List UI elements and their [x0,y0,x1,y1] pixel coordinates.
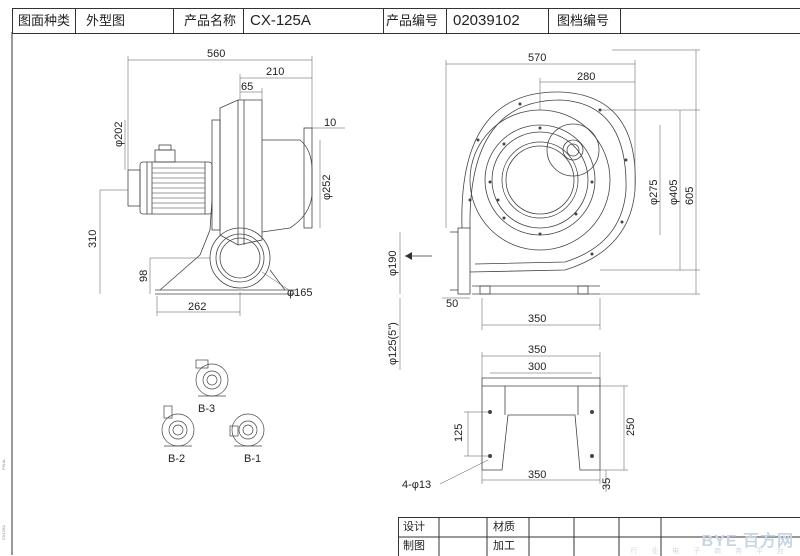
orientation-views [161,359,265,447]
side-dim-outlet-thk: 10 [324,117,336,129]
product-name-label: 产品名称 [174,9,244,33]
front-dim-center: 280 [577,71,595,83]
drawing-type-value: 外型图 [76,9,174,33]
file-code-label: 图档编号 [549,9,621,33]
side-view [127,99,313,295]
front-dim-flange: 50 [446,298,458,310]
front-dim-outlet: φ190 [387,251,399,277]
base-dim-height: 250 [625,418,637,436]
outlet-note: φ125(5") [387,322,399,365]
orientation-b1: B-1 [244,453,261,465]
orientation-b3: B-3 [198,403,215,415]
product-name-value: CX-125A [244,9,384,33]
side-dim-width: 560 [207,48,225,60]
front-dim-outer-dia: φ405 [668,180,680,206]
margin-mark-b: CX125A [1,525,6,540]
front-dim-base-w: 350 [528,313,546,325]
base-dim-foot: 35 [601,478,613,490]
side-dim-motor-dia: φ202 [113,122,125,148]
side-dim-outlet-offset: 210 [266,66,284,78]
front-dim-height: 605 [684,187,696,205]
watermark-slogan: 行 业 电 子 商 务 平 台 [630,548,790,555]
base-view [481,377,601,471]
side-dim-inlet-dia: φ165 [287,287,313,299]
front-dim-inner-dia: φ275 [648,180,660,206]
watermark-logo: BYE 百方网 [701,533,794,550]
side-dim-flange: 65 [241,81,253,93]
base-dim-hole-h: 125 [453,424,465,442]
base-dim-inner: 300 [528,361,546,373]
footer-material: 材质 [493,521,515,533]
side-dim-outlet-dia: φ252 [321,175,333,201]
footer-drawing: 制图 [403,540,425,552]
footer-process: 加工 [493,540,515,552]
base-holes: 4-φ13 [402,479,431,491]
footer-design: 设计 [403,521,425,533]
orientation-b2: B-2 [168,453,185,465]
product-code-label: 产品编号 [384,9,447,33]
product-code-value: 02039102 [447,9,549,33]
footer-table: 设计 制图 材质 加工 [398,517,800,556]
front-dim-width: 570 [528,52,546,64]
margin-mark-a: FINAL [1,458,6,470]
front-view [405,91,636,295]
side-dim-height: 310 [87,230,99,248]
base-dim-bottom: 350 [528,469,546,481]
side-dim-base-w: 262 [188,301,206,313]
side-dim-base-h: 98 [138,270,150,282]
title-block: 图面种类 外型图 产品名称 CX-125A 产品编号 02039102 图档编号 [12,8,800,34]
base-dim-top: 350 [528,344,546,356]
drawing-type-label: 图面种类 [13,9,76,33]
